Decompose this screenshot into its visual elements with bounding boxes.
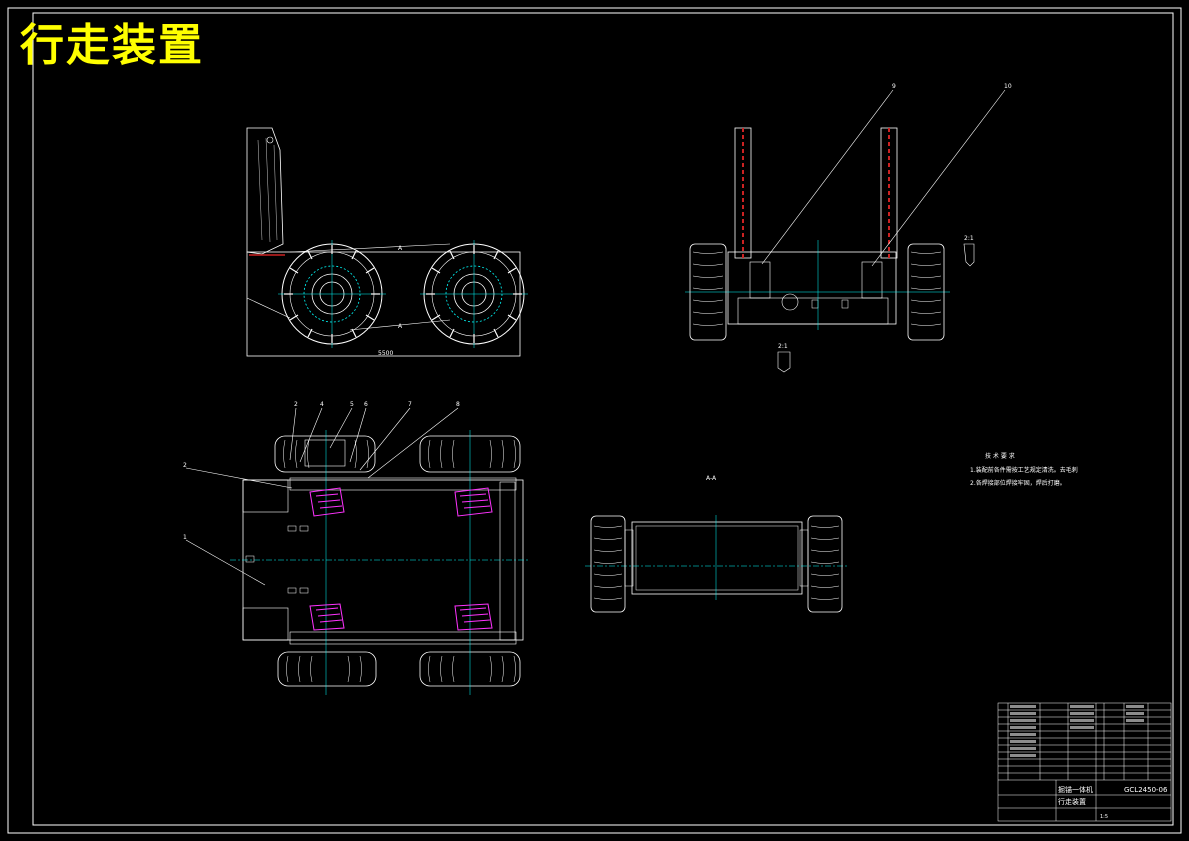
drawing-title: 行走装置	[20, 20, 204, 71]
callout-plan-5: 7	[408, 401, 412, 408]
tech-req-item-1: 1.装配前各件需按工艺规定清洗。去毛刺	[970, 466, 1078, 474]
side-view-frame	[246, 251, 521, 357]
scale-mark-2: 2:1	[778, 343, 788, 350]
svg-text:A: A	[398, 245, 403, 252]
callout-plan-1: 2	[294, 401, 298, 408]
svg-text:A: A	[398, 323, 403, 330]
side-arm	[246, 127, 284, 255]
drawing-number: GCL2450-06	[1124, 786, 1168, 794]
scale-value: 1:5	[1100, 814, 1108, 820]
dimension-label: 5500	[378, 350, 393, 357]
callout-9: 9	[892, 83, 896, 90]
section-label: A-A	[706, 475, 717, 482]
callout-plan-7: 2	[183, 462, 187, 469]
callout-plan-6: 8	[456, 401, 460, 408]
part-name: 行走装置	[1058, 797, 1086, 806]
side-wheel-right	[420, 240, 528, 348]
callout-plan-4: 6	[364, 401, 368, 408]
side-wheel-left	[278, 240, 386, 348]
tech-req-item-2: 2.各焊接部位焊接牢固，焊后打磨。	[970, 479, 1066, 487]
front-view: 9 10 2:1 2:1	[685, 83, 1012, 373]
callout-plan-8: 1	[183, 534, 187, 541]
parts-list-fills	[1010, 705, 1144, 757]
inner-border	[32, 12, 1174, 826]
plan-view: 2 4 5 6 7 8 2 1	[183, 401, 530, 695]
title-block	[997, 702, 1172, 822]
tech-req-heading: 技 术 要 求	[985, 452, 1015, 460]
callout-plan-2: 4	[320, 401, 324, 408]
technical-requirements: 技 术 要 求 1.装配前各件需按工艺规定清洗。去毛刺 2.各焊接部位焊接牢固，…	[970, 452, 1078, 487]
machine-name: 掘锚一体机	[1058, 785, 1093, 794]
callout-plan-3: 5	[350, 401, 354, 408]
section-view: A-A	[585, 475, 848, 613]
scale-mark-1: 2:1	[964, 235, 974, 242]
outer-border	[7, 7, 1182, 834]
callout-10: 10	[1004, 83, 1012, 90]
side-view: A A 5500	[246, 127, 528, 357]
